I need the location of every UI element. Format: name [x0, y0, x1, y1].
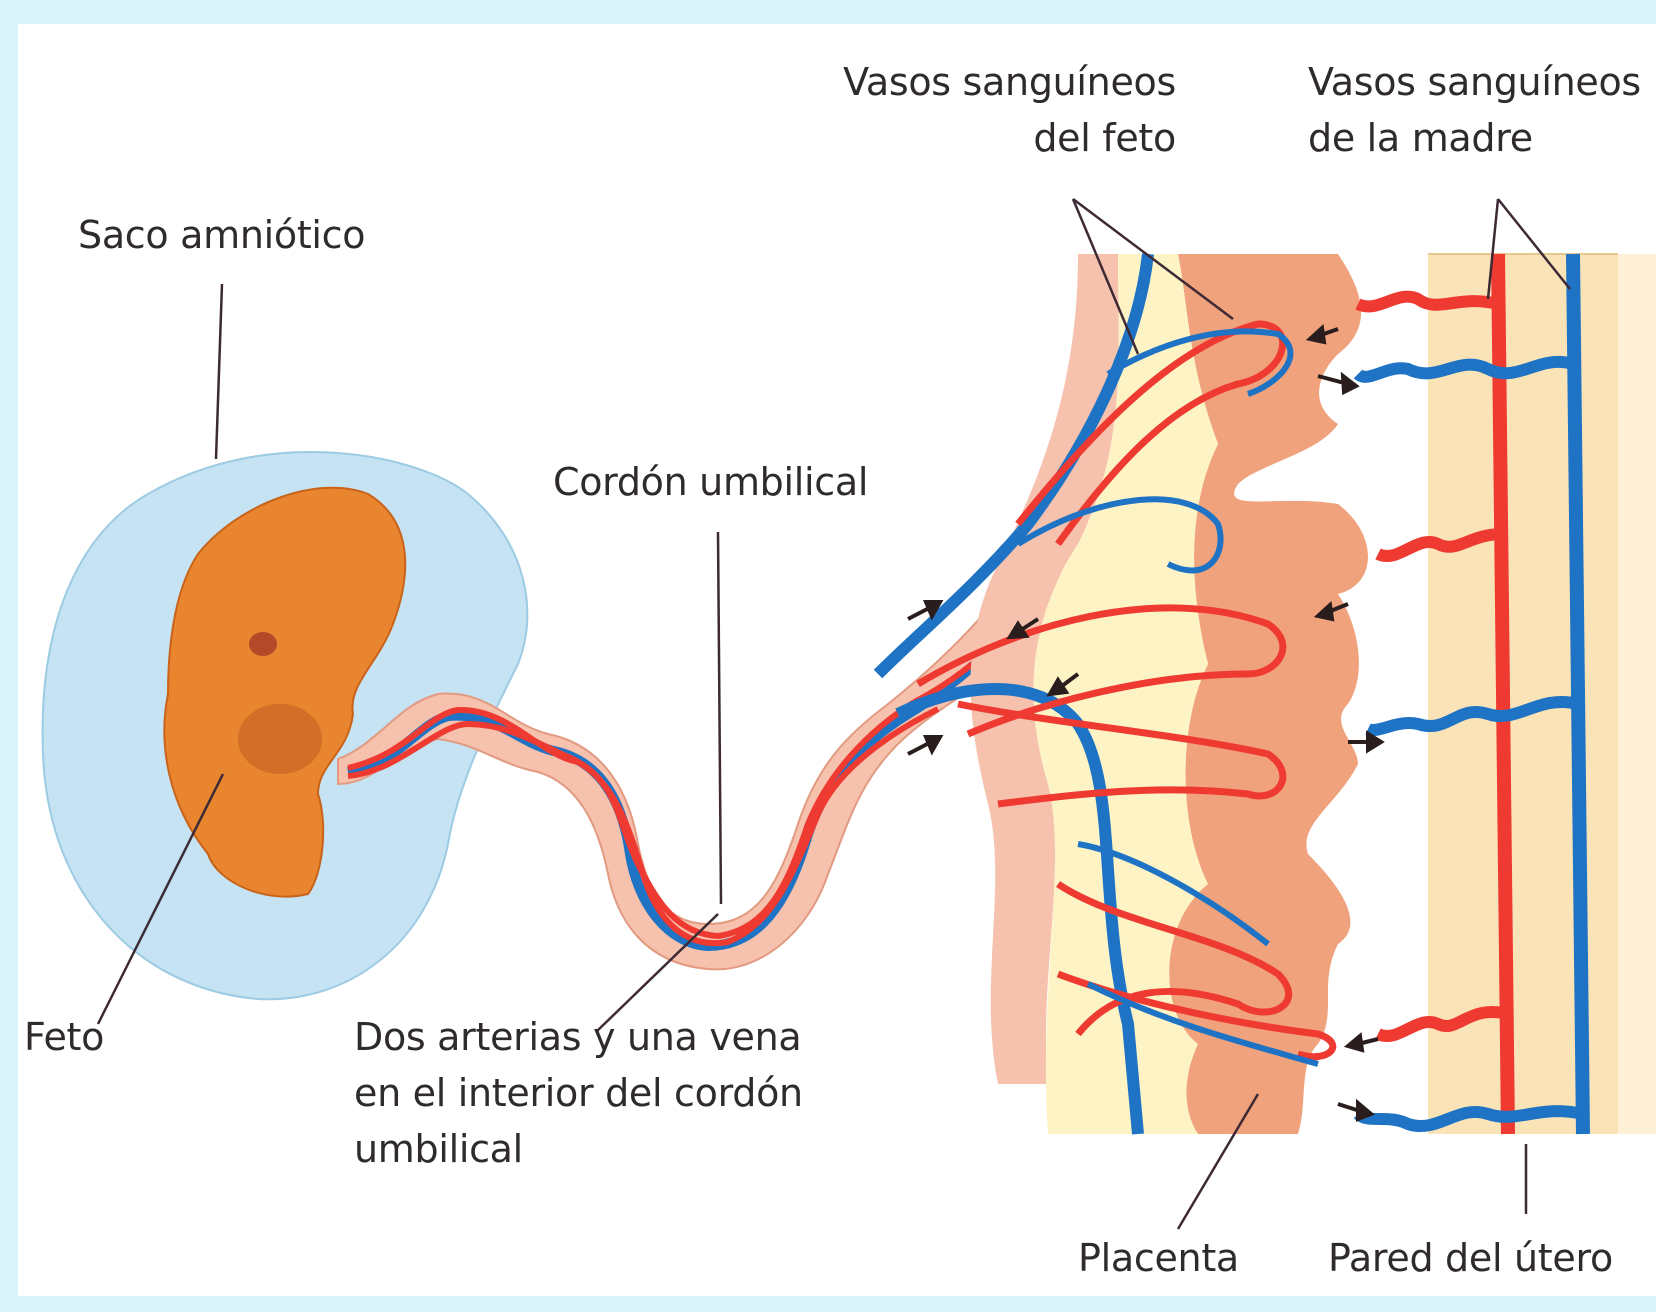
- label-saco-amniotico: Saco amniótico: [78, 207, 365, 263]
- label-vasos-madre-line2: de la madre: [1308, 110, 1533, 166]
- label-placenta: Placenta: [1078, 1230, 1239, 1286]
- label-vasos-madre-line1: Vasos sanguíneos: [1308, 54, 1641, 110]
- diagram-canvas: Saco amniótico Feto Cordón umbilical Dos…: [18, 24, 1656, 1296]
- uterine-wall-edge: [1618, 254, 1656, 1134]
- label-dos-arterias-line3: umbilical: [354, 1121, 523, 1177]
- label-vasos-feto-line2: del feto: [1033, 110, 1176, 166]
- label-dos-arterias-line1: Dos arterias y una vena: [354, 1009, 801, 1065]
- label-dos-arterias-line2: en el interior del cordón: [354, 1065, 803, 1121]
- fetus-spot: [249, 632, 277, 656]
- fetus-limb-shade: [238, 704, 322, 774]
- maternal-vein-main: [1573, 254, 1583, 1134]
- label-cordon-umbilical: Cordón umbilical: [553, 454, 868, 510]
- label-vasos-feto-line1: Vasos sanguíneos: [843, 54, 1176, 110]
- leader-cordon: [718, 532, 721, 904]
- maternal-artery-branch-1: [1358, 297, 1498, 307]
- leader-saco: [216, 284, 222, 459]
- label-pared-del-utero: Pared del útero: [1328, 1230, 1613, 1286]
- label-feto: Feto: [24, 1009, 104, 1065]
- maternal-artery-main: [1498, 254, 1508, 1134]
